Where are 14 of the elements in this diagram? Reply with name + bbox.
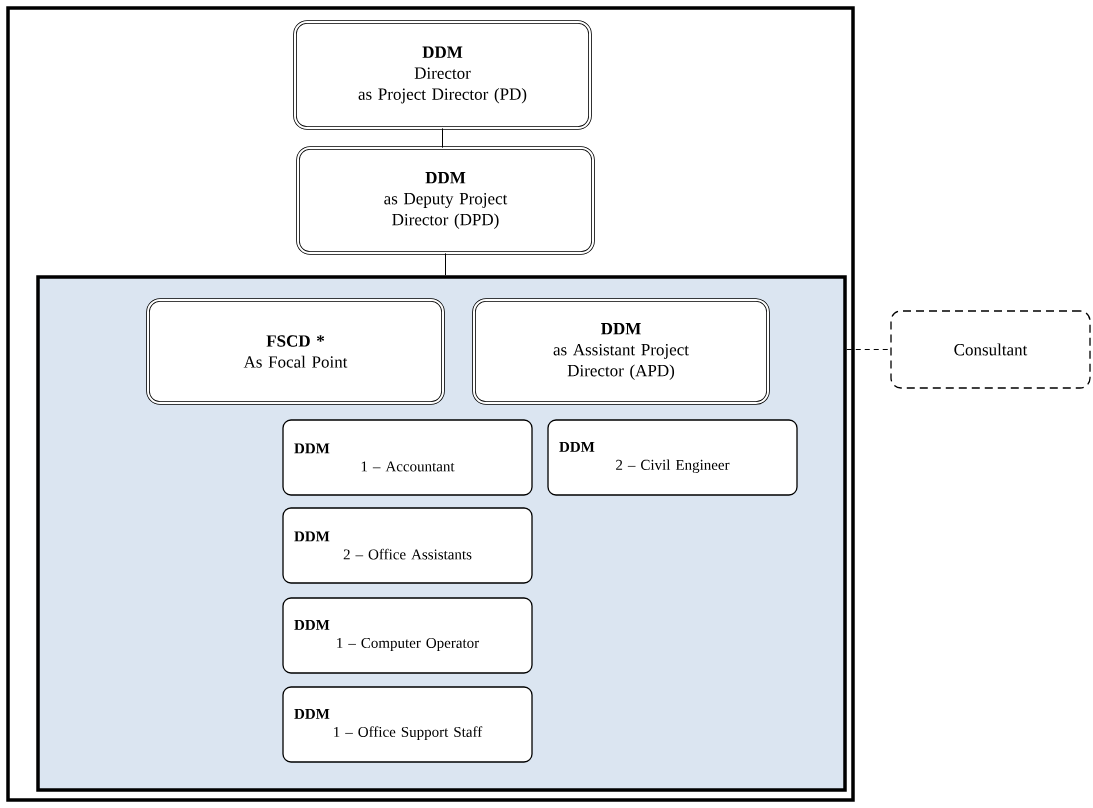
staff-box: DDM 2 – Office Assistants [282, 507, 533, 584]
connector-line [442, 127, 443, 149]
outer-frame [6, 6, 855, 802]
staff-box: DDM 2 – Civil Engineer [547, 419, 798, 496]
consultant-box: Consultant [890, 310, 1091, 389]
role-box: DDM as Deputy Project Director (DPD) [296, 146, 595, 255]
role-box: DDM as Assistant Project Director (APD) [472, 298, 770, 405]
connector-line [445, 252, 446, 276]
role-box: DDM Director as Project Director (PD) [293, 20, 592, 130]
staff-box: DDM 1 – Office Support Staff [282, 686, 533, 763]
staff-box: DDM 1 – Computer Operator [282, 597, 533, 674]
connector-line [846, 349, 891, 350]
role-box: FSCD * As Focal Point [146, 298, 445, 405]
staff-box: DDM 1 – Accountant [282, 419, 533, 496]
